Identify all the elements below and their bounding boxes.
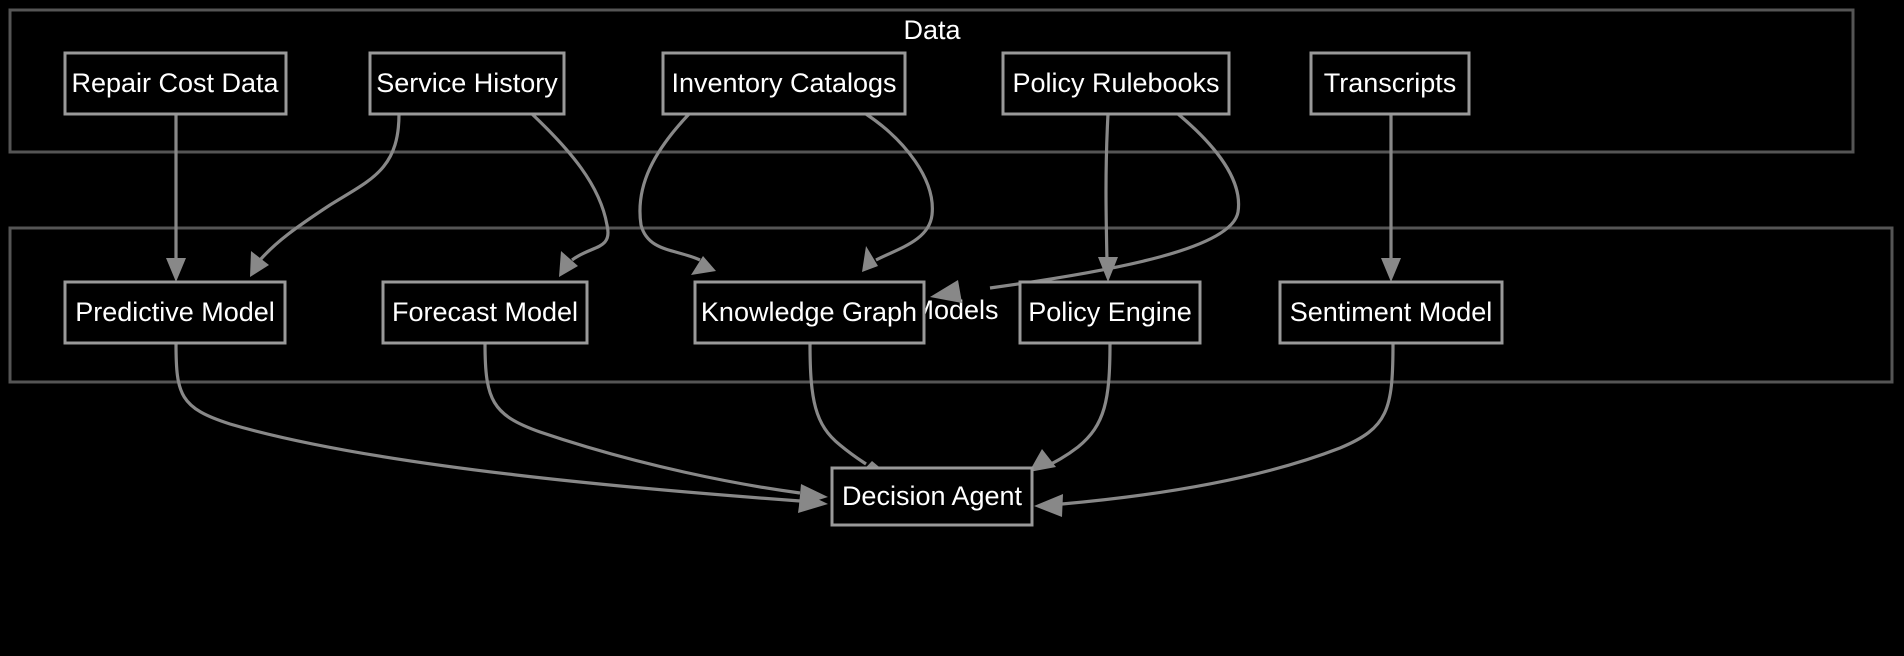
- arrow-head-icon: [799, 484, 828, 506]
- edge-knowledge-graph-to-decision-agent: [808, 342, 884, 478]
- node-policy-rulebooks[interactable]: Policy Rulebooks: [1001, 51, 1231, 116]
- node-rect[interactable]: [661, 51, 907, 116]
- node-rect[interactable]: [1001, 51, 1231, 116]
- node-rect[interactable]: [63, 280, 287, 345]
- edge-sentiment-model-to-decision-agent: [1034, 342, 1395, 517]
- edge-path: [808, 342, 867, 466]
- node-label: Knowledge Graph: [701, 297, 917, 327]
- node-transcripts[interactable]: Transcripts: [1309, 51, 1471, 116]
- edge-policy-engine-to-decision-agent: [1029, 342, 1112, 472]
- node-label: Transcripts: [1324, 68, 1457, 98]
- cluster-models-rect: [8, 226, 1894, 384]
- node-rect[interactable]: [381, 280, 589, 345]
- edge-path: [638, 112, 701, 262]
- arrow-head-icon: [166, 258, 186, 282]
- node-rect[interactable]: [830, 466, 1034, 527]
- arrow-head-icon: [250, 251, 269, 277]
- node-inventory-catalogs[interactable]: Inventory Catalogs: [661, 51, 907, 116]
- arrow-head-icon: [1029, 449, 1056, 472]
- cluster-data-label: Data: [903, 15, 961, 45]
- node-label: Predictive Model: [75, 297, 275, 327]
- node-label: Forecast Model: [392, 297, 578, 327]
- edge-path: [258, 113, 401, 262]
- node-rect[interactable]: [368, 51, 566, 116]
- node-label: Inventory Catalogs: [671, 68, 896, 98]
- cluster-data-rect: [8, 8, 1855, 154]
- cluster-data: Data: [8, 8, 1855, 154]
- edge-path: [1046, 342, 1112, 468]
- edge-inventory-catalogs-to-forecast-model: [638, 112, 716, 275]
- node-predictive-model[interactable]: Predictive Model: [63, 280, 287, 345]
- node-rect[interactable]: [63, 51, 288, 116]
- node-service-history[interactable]: Service History: [368, 51, 566, 116]
- node-rect[interactable]: [1018, 280, 1202, 345]
- arrow-head-icon: [691, 256, 716, 275]
- node-rect[interactable]: [693, 280, 926, 345]
- edge-service-history-to-forecast-model: [530, 112, 610, 277]
- node-label: Policy Engine: [1028, 297, 1192, 327]
- edge-forecast-model-to-decision-agent: [483, 342, 828, 506]
- node-sentiment-model[interactable]: Sentiment Model: [1278, 280, 1504, 345]
- edge-transcripts-to-sentiment-model: [1381, 114, 1401, 282]
- node-policy-engine[interactable]: Policy Engine: [1018, 280, 1202, 345]
- node-label: Sentiment Model: [1290, 297, 1493, 327]
- edge-path: [1061, 342, 1395, 506]
- node-rect[interactable]: [1309, 51, 1471, 116]
- node-repair-cost-data[interactable]: Repair Cost Data: [63, 51, 288, 116]
- edge-predictive-model-to-decision-agent: [174, 342, 828, 513]
- edge-path: [530, 112, 610, 262]
- arrow-head-icon: [559, 251, 578, 277]
- edge-service-history-to-predictive-model: [250, 113, 401, 277]
- edge-path: [865, 112, 934, 262]
- edge-path: [174, 342, 801, 503]
- node-rect[interactable]: [1278, 280, 1504, 345]
- edge-policy-rulebooks-to-policy-engine: [1098, 113, 1118, 282]
- edge-repair-cost-data-to-predictive-model: [166, 114, 186, 282]
- edge-policy-rulebooks-to-knowledge-graph: [930, 112, 1241, 303]
- node-knowledge-graph[interactable]: Knowledge Graph: [693, 280, 926, 345]
- node-label: Service History: [376, 68, 558, 98]
- arrow-head-icon: [1034, 494, 1063, 517]
- edge-path: [1104, 113, 1110, 263]
- edge-path: [483, 342, 801, 495]
- arrow-head-icon: [862, 246, 878, 272]
- edge-path: [989, 112, 1241, 290]
- cluster-models: Models: [8, 226, 1894, 384]
- node-forecast-model[interactable]: Forecast Model: [381, 280, 589, 345]
- node-label: Repair Cost Data: [71, 68, 279, 98]
- node-decision-agent[interactable]: Decision Agent: [830, 466, 1034, 527]
- arrow-head-icon: [1381, 258, 1401, 282]
- arrow-head-icon: [930, 280, 962, 303]
- edge-inventory-catalogs-to-knowledge-graph: [862, 112, 934, 272]
- node-label: Policy Rulebooks: [1012, 68, 1219, 98]
- node-label: Decision Agent: [842, 481, 1023, 511]
